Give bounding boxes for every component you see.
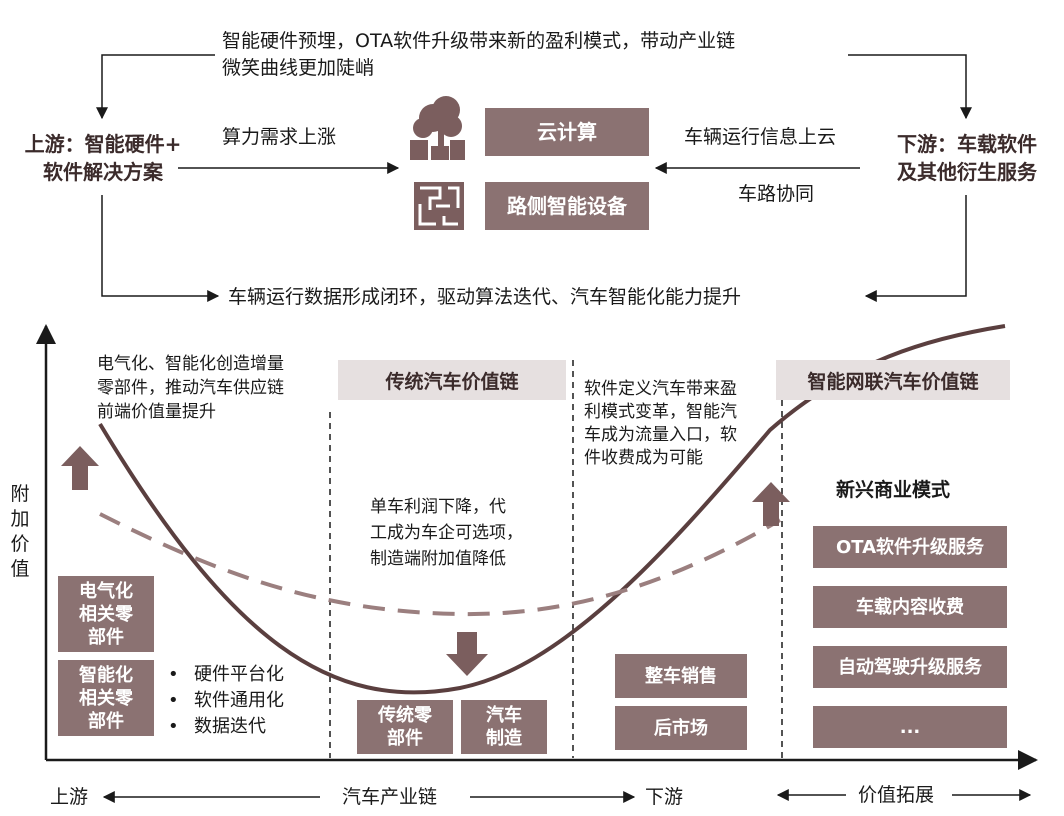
bullet-list: 硬件平台化 软件通用化 数据迭代 [168, 662, 284, 740]
up-arrow-left [61, 446, 99, 490]
bullet-item: 软件通用化 [168, 688, 284, 714]
vehicle-info-label: 车辆运行信息上云 [684, 126, 837, 148]
traditional-chain-header: 传统汽车价值链 [338, 360, 566, 400]
bottom-left-connector [101, 195, 220, 302]
software-note: 软件定义汽车带来盈 利模式变革，智能汽 车成为流量入口，软 件收费成为可能 [584, 379, 737, 468]
bottom-right-connector [864, 195, 967, 302]
intelligent-parts-box: 智能化 相关零 部件 [58, 660, 154, 736]
vehicle-sales-box: 整车销售 [615, 654, 747, 698]
new-model-ota: OTA软件升级服务 [813, 526, 1007, 568]
y-axis-label: 附 加 价 值 [10, 483, 30, 580]
new-model-autodrive: 自动驾驶升级服务 [813, 646, 1007, 688]
new-model-content: 车载内容收费 [813, 586, 1007, 628]
v2x-label: 车路协同 [738, 183, 815, 205]
upstream-label: 上游：智能硬件+ 软件解决方案 [24, 132, 182, 184]
closed-loop-label: 车辆运行数据形成闭环，驱动算法迭代、汽车智能化能力提升 [228, 286, 742, 308]
aftermarket-box: 后市场 [615, 706, 747, 750]
top-line-1: 智能硬件预埋，OTA软件升级带来新的盈利模式，带动产业链 [222, 30, 736, 52]
compute-demand-label: 算力需求上涨 [222, 126, 337, 148]
electrification-parts-box: 电气化 相关零 部件 [58, 576, 154, 652]
roadside-device-icon [414, 182, 464, 230]
axis-upstream: 上游 [50, 786, 89, 808]
axis-downstream: 下游 [645, 786, 684, 808]
top-line-2: 微笑曲线更加陡峭 [222, 57, 375, 79]
cloud-computing-box: 云计算 [485, 108, 649, 156]
middle-note: 单车利润下降，代 工成为车企可选项， 制造端附加值降低 [370, 497, 523, 569]
downstream-label: 下游：车载软件 及其他衍生服务 [897, 132, 1037, 184]
axis-chain: 汽车产业链 [342, 786, 438, 808]
smart-chain-header: 智能网联汽车价值链 [776, 360, 1010, 400]
up-arrow-right [752, 482, 790, 526]
traditional-parts-box: 传统零 部件 [357, 700, 453, 754]
new-model-more: ... [813, 706, 1007, 748]
upstream-note: 电气化、智能化创造增量 零部件，推动汽车供应链 前端价值量提升 [97, 354, 284, 422]
bullet-item: 硬件平台化 [168, 662, 284, 688]
axis-extension: 价值拓展 [858, 784, 935, 806]
smile-curve-traditional [99, 512, 782, 617]
roadside-device-box: 路侧智能设备 [485, 182, 649, 230]
down-arrow-middle [446, 632, 488, 676]
new-models-title: 新兴商业模式 [836, 479, 951, 501]
top-left-connector [96, 54, 215, 120]
cloud-tree-icon [410, 96, 465, 160]
top-right-connector [848, 54, 972, 120]
manufacturing-box: 汽车 制造 [461, 700, 547, 754]
bullet-item: 数据迭代 [168, 714, 284, 740]
